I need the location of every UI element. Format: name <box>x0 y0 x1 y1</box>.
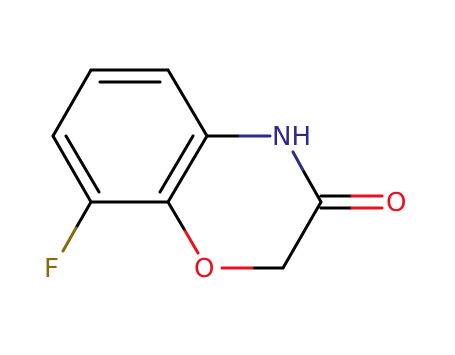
bond-c7-c8 <box>281 200 323 270</box>
bond-c5-f-brown <box>61 226 78 253</box>
bond-c5-f-black <box>74 200 93 230</box>
bond-c5-c6-inner <box>64 134 101 194</box>
fluorine-label: F <box>44 254 59 284</box>
carbonyl-oxygen-label: O <box>386 188 406 218</box>
bond-o-c4-red <box>182 227 200 255</box>
ring-oxygen-label: O <box>194 254 214 284</box>
bond-c3-c4-inner <box>158 134 195 194</box>
bond-n-c7-black <box>302 170 323 204</box>
bond-n-c7-blue <box>291 150 306 174</box>
bond-c5-c6 <box>51 134 93 204</box>
bond-c2-c3 <box>166 68 209 138</box>
bond-c6-c1 <box>51 68 93 138</box>
bond-c3-c4 <box>166 134 209 204</box>
bond-o-c4-black <box>166 200 186 231</box>
nitrogen-label: NH <box>272 122 311 152</box>
